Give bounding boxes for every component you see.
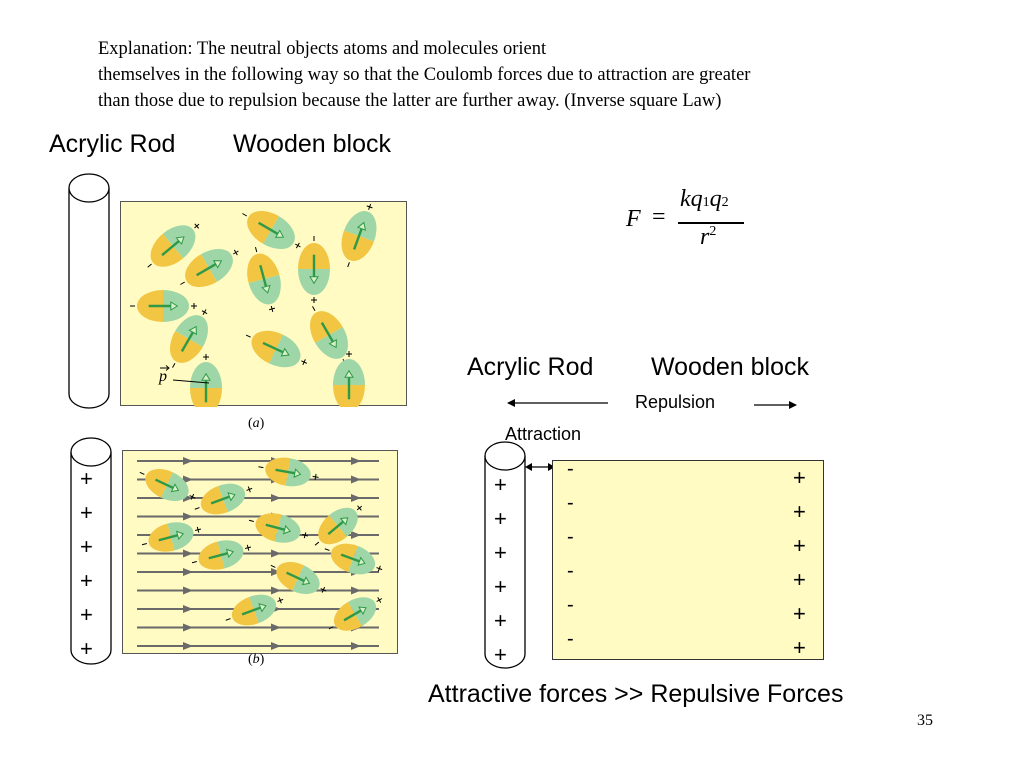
- block-label-top: Wooden block: [233, 130, 391, 158]
- positive-charge-sign: +: [80, 636, 93, 661]
- field-arrow: [183, 623, 193, 632]
- repulsion-label: Repulsion: [635, 392, 716, 412]
- negative-charge-sign: -: [567, 458, 574, 480]
- field-arrow: [351, 531, 361, 539]
- field-arrow: [351, 586, 361, 595]
- positive-charge-sign: +: [793, 635, 806, 660]
- field-arrow: [183, 642, 193, 650]
- dipole-molecule: [270, 555, 327, 601]
- field-arrow: [271, 642, 281, 650]
- figure-a-dipoles: [130, 203, 383, 407]
- dipole-molecule: [241, 246, 287, 312]
- positive-charge-sign: +: [494, 642, 507, 667]
- field-arrow: [271, 568, 281, 576]
- rod-label-right: Acrylic Rod: [467, 353, 594, 381]
- dipole-molecule: [245, 323, 308, 375]
- field-arrow: [183, 568, 193, 576]
- positive-charge-sign: +: [494, 472, 507, 497]
- positive-charge-sign: +: [80, 534, 93, 559]
- dipole-molecule: [190, 354, 222, 407]
- explanation-line-1: Explanation: The neutral objects atoms a…: [98, 39, 547, 59]
- attraction-label: Attraction: [505, 424, 582, 444]
- field-arrow: [271, 586, 281, 595]
- figure-b-dipoles: [137, 454, 383, 650]
- negative-charge-sign: -: [567, 594, 574, 616]
- explanation-line-3: than those due to repulsion because the …: [98, 91, 722, 111]
- slide-number: 35: [917, 712, 933, 729]
- positive-charge-sign: +: [494, 608, 507, 633]
- dipole-molecule: [335, 203, 383, 268]
- explanation-text: Explanation: The neutral objects atoms a…: [98, 36, 928, 114]
- positive-charge-sign: +: [80, 500, 93, 525]
- dipole-molecule: [298, 236, 330, 303]
- field-arrow: [183, 586, 193, 595]
- negative-charge-sign: -: [567, 492, 574, 514]
- dipole-molecule: [333, 351, 365, 407]
- repulsion-right-arrow: [754, 401, 797, 409]
- positive-charge-sign: +: [80, 602, 93, 627]
- positive-charge-sign: +: [793, 465, 806, 490]
- positive-charge-sign: +: [494, 574, 507, 599]
- negative-charge-sign: -: [567, 560, 574, 582]
- positive-charge-sign: +: [494, 506, 507, 531]
- wooden-block-right: - - - - - - + + + + + +: [552, 458, 824, 660]
- positive-charge-sign: +: [494, 540, 507, 565]
- formula-equals: =: [652, 204, 666, 230]
- acrylic-rod-a: [68, 173, 110, 409]
- rod-label-top: Acrylic Rod: [49, 130, 176, 158]
- positive-charge-sign: +: [793, 567, 806, 592]
- dipole-pointer-line: [173, 379, 210, 384]
- dipole-molecule: [258, 454, 319, 490]
- field-arrow: [183, 605, 193, 613]
- figure-a-panel: p: [120, 201, 407, 407]
- dipole-vector-label: p: [159, 368, 167, 385]
- dipole-molecule: [130, 290, 197, 322]
- negative-charge-sign: -: [567, 628, 574, 650]
- figure-a-caption: (a): [248, 416, 265, 431]
- repulsion-left-arrow: [507, 399, 608, 407]
- acrylic-rod-b: [70, 437, 112, 665]
- dipole-molecule: [191, 535, 252, 575]
- negative-charge-sign: -: [567, 526, 574, 548]
- field-arrow: [183, 475, 193, 484]
- field-arrow: [271, 549, 281, 558]
- field-arrow: [271, 494, 281, 502]
- positive-charge-sign: +: [793, 601, 806, 626]
- dipole-molecule: [141, 517, 202, 557]
- formula-lhs: F: [626, 206, 641, 232]
- field-arrow: [183, 549, 193, 558]
- explanation-line-2: themselves in the following way so that …: [98, 65, 751, 85]
- field-arrow: [271, 623, 281, 632]
- field-arrow: [351, 457, 361, 465]
- formula-fraction-bar: [678, 222, 744, 224]
- dipole-molecule: [139, 462, 196, 508]
- field-arrow: [183, 457, 193, 465]
- positive-charge-sign: +: [793, 499, 806, 524]
- coulomb-formula: F = kq1q2 r2: [622, 186, 752, 258]
- dipole-molecule: [248, 508, 309, 548]
- positive-charge-sign: +: [80, 466, 93, 491]
- field-arrow: [183, 512, 193, 521]
- figure-b-panel: [122, 450, 398, 654]
- field-arrow: [351, 475, 361, 484]
- field-arrow: [351, 494, 361, 502]
- field-arrow: [351, 642, 361, 650]
- conclusion-text: Attractive forces >> Repulsive Forces: [428, 680, 844, 708]
- block-label-right: Wooden block: [651, 353, 809, 381]
- figure-b-caption: (b): [248, 652, 265, 667]
- positive-charge-sign: +: [80, 568, 93, 593]
- dipole-molecule: [328, 590, 383, 638]
- dipole-molecule: [240, 203, 302, 257]
- vector-arrow-icon: [160, 365, 170, 371]
- acrylic-rod-right: [484, 441, 526, 669]
- positive-charge-sign: +: [793, 533, 806, 558]
- attraction-double-arrow: [525, 463, 555, 471]
- formula-numerator: kq1q2: [680, 186, 729, 212]
- formula-denominator: r2: [700, 224, 717, 250]
